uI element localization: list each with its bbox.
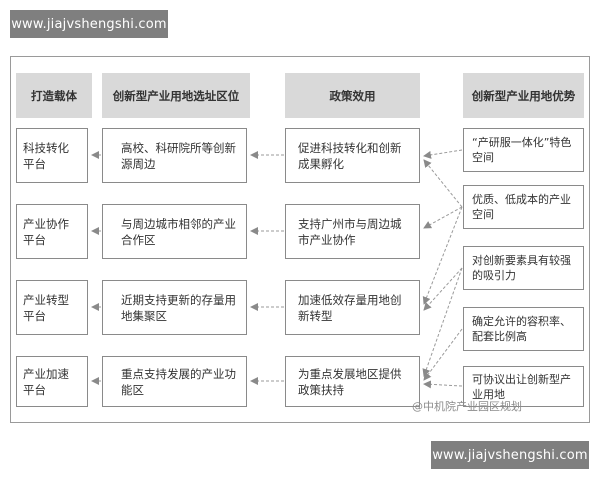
arrow-advantage-to-policy bbox=[422, 206, 463, 305]
platform-label: 产业协作平台 bbox=[23, 216, 69, 247]
location-label: 与周边城市相邻的产业合作区 bbox=[121, 216, 236, 247]
policy-label: 支持广州市与周边城市产业协作 bbox=[298, 216, 402, 247]
website-watermark-top: www.jiajvshengshi.com bbox=[10, 10, 168, 38]
header-location: 创新型产业用地选址区位 bbox=[102, 73, 250, 118]
arrow-advantage-to-policy bbox=[423, 149, 463, 159]
platform-box-industry-transform: 产业转型平台 bbox=[16, 280, 88, 335]
policy-label: 为重点发展地区提供政策扶持 bbox=[298, 366, 402, 397]
advantage-label: 可协议出让创新型产业用地 bbox=[472, 372, 571, 401]
policy-label: 加速低效存量用地创新转型 bbox=[298, 292, 402, 323]
arrow-advantage-to-policy bbox=[423, 159, 463, 208]
advantage-box-negotiated-transfer: 可协议出让创新型产业用地 bbox=[463, 366, 584, 407]
location-label: 重点支持发展的产业功能区 bbox=[121, 366, 236, 397]
platform-label: 产业加速平台 bbox=[23, 366, 69, 397]
arrow-advantage-to-policy bbox=[423, 206, 463, 229]
advantage-label: 优质、低成本的产业空间 bbox=[472, 193, 571, 221]
advantage-box-plot-ratio: 确定允许的容积率、配套比例高 bbox=[463, 307, 584, 351]
header-advantage: 创新型产业用地优势 bbox=[463, 73, 584, 118]
arrow-advantage-to-policy bbox=[423, 380, 463, 389]
website-watermark-bottom: www.jiajvshengshi.com bbox=[431, 441, 589, 469]
advantage-box-attraction: 对创新要素具有较强的吸引力 bbox=[463, 246, 584, 290]
policy-label: 促进科技转化和创新成果孵化 bbox=[298, 140, 402, 171]
platform-label: 产业转型平台 bbox=[23, 292, 69, 323]
platform-box-industry-accel: 产业加速平台 bbox=[16, 356, 88, 407]
location-label: 高校、科研院所等创新源周边 bbox=[121, 140, 236, 171]
policy-box-land-transform: 加速低效存量用地创新转型 bbox=[285, 280, 420, 335]
platform-label: 科技转化平台 bbox=[23, 140, 69, 171]
location-box-innovation-source: 高校、科研院所等创新源周边 bbox=[102, 128, 247, 183]
header-platform: 打造载体 bbox=[16, 73, 92, 118]
arrow-advantage-to-policy bbox=[423, 267, 463, 311]
advantage-label: 对创新要素具有较强的吸引力 bbox=[472, 254, 571, 282]
location-box-cooperation-zone: 与周边城市相邻的产业合作区 bbox=[102, 204, 247, 259]
source-watermark: @中机院产业园区规划 bbox=[412, 400, 522, 413]
policy-box-regional-collab: 支持广州市与周边城市产业协作 bbox=[285, 204, 420, 259]
advantage-box-low-cost-space: 优质、低成本的产业空间 bbox=[463, 185, 584, 229]
header-policy-effect: 政策效用 bbox=[285, 73, 420, 118]
location-box-stock-land: 近期支持更新的存量用地集聚区 bbox=[102, 280, 247, 335]
platform-box-tech-transfer: 科技转化平台 bbox=[16, 128, 88, 183]
advantage-label: “产研服一体化”特色空间 bbox=[472, 136, 572, 164]
advantage-box-integrated-space: “产研服一体化”特色空间 bbox=[463, 128, 584, 172]
location-label: 近期支持更新的存量用地集聚区 bbox=[121, 292, 236, 323]
advantage-label: 确定允许的容积率、配套比例高 bbox=[472, 315, 571, 343]
arrow-advantage-to-policy bbox=[423, 328, 463, 381]
arrow-advantage-to-policy bbox=[422, 267, 463, 377]
policy-box-key-area-support: 为重点发展地区提供政策扶持 bbox=[285, 356, 420, 407]
policy-box-tech-incubation: 促进科技转化和创新成果孵化 bbox=[285, 128, 420, 183]
location-box-key-function-zone: 重点支持发展的产业功能区 bbox=[102, 356, 247, 407]
platform-box-industry-collab: 产业协作平台 bbox=[16, 204, 88, 259]
